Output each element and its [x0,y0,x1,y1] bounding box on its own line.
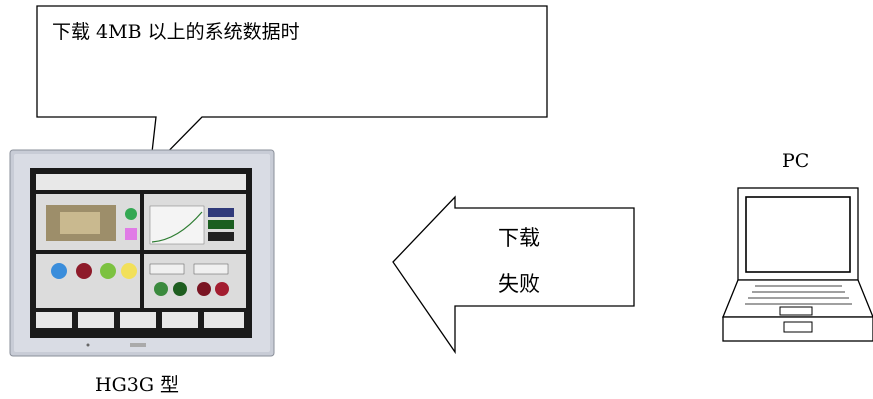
hmi-label: HG3G 型 [95,374,180,396]
callout-bubble [36,5,548,172]
pc-label: PC [782,150,810,172]
download-arrow [392,195,635,355]
pc-laptop [722,187,873,342]
hmi-device [9,149,275,357]
arrow-text-line2: 失败 [498,272,540,296]
callout-text: 下载 4MB 以上的系统数据时 [52,21,300,43]
arrow-text-line1: 下载 [498,226,540,250]
